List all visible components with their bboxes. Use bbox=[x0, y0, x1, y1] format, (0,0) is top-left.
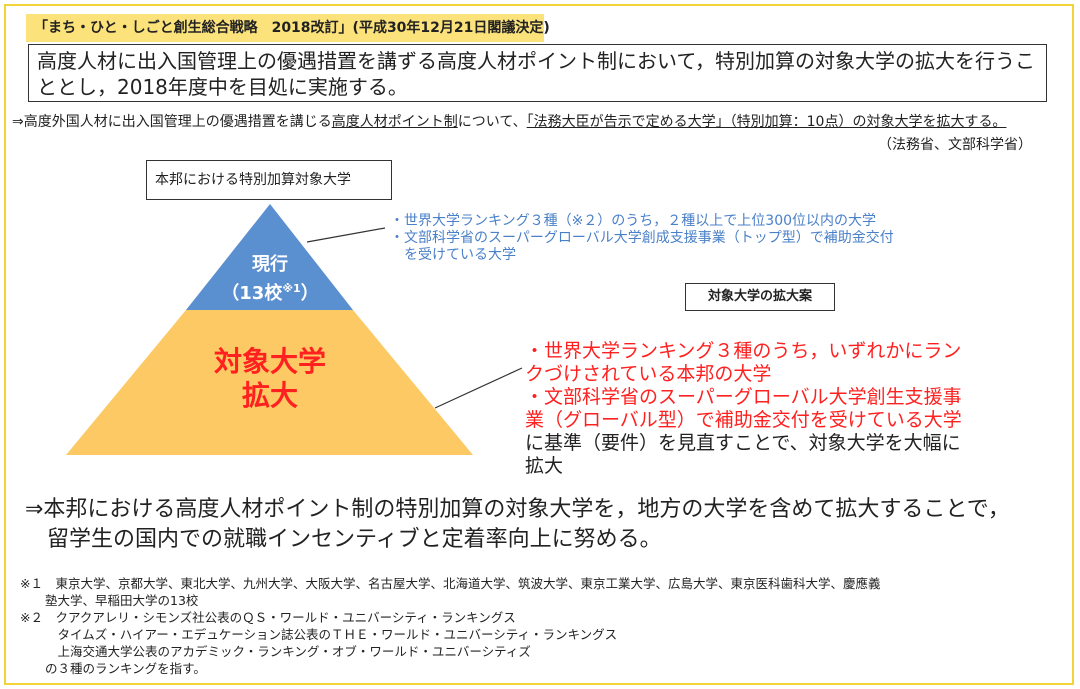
current-criteria: ・世界大学ランキング３種（※２）のうち，２種以上で上位300位以内の大学 ・文部… bbox=[390, 213, 970, 264]
ministry-label: （法務省、文部科学省） bbox=[878, 137, 1032, 153]
footnote-line: 塾大学、早稲田大学の13校 bbox=[20, 593, 199, 608]
pyramid-top-section bbox=[186, 204, 353, 310]
policy-statement-mid: について、 bbox=[457, 114, 527, 130]
current-criteria-item: ・世界大学ランキング３種（※２）のうち，２種以上で上位300位以内の大学 bbox=[390, 213, 877, 229]
connector-line-current bbox=[306, 227, 386, 243]
footnotes: ※１ 東京大学、京都大学、東北大学、九州大学、大阪大学、名古屋大学、北海道大学、… bbox=[20, 575, 1060, 677]
proposal-red-line: ・文部科学省のスーパーグローバル大学創生支援事 bbox=[525, 386, 962, 408]
conclusion-line: ⇒本邦における高度人材ポイント制の特別加算の対象大学を，地方の大学を含めて拡大す… bbox=[25, 497, 1010, 522]
footnote-line: ※１ 東京大学、京都大学、東北大学、九州大学、大阪大学、名古屋大学、北海道大学、… bbox=[20, 576, 881, 591]
pyramid-label: 本邦における特別加算対象大学 bbox=[146, 160, 392, 200]
pyramid-current-label: 現行 （13校※1） bbox=[200, 253, 340, 306]
proposal-criteria: ・世界大学ランキング３種のうち，いずれかにラン クづけされている本邦の大学 ・文… bbox=[525, 340, 1045, 478]
proposal-label: 対象大学の拡大案 bbox=[685, 283, 835, 311]
connector-line-expand bbox=[434, 367, 523, 409]
conclusion: ⇒本邦における高度人材ポイント制の特別加算の対象大学を，地方の大学を含めて拡大す… bbox=[25, 495, 1065, 555]
current-line2: （13校※1） bbox=[200, 277, 340, 306]
summary-box: 高度人材に出入国管理上の優遇措置を講ずる高度人材ポイント制において，特別加算の対… bbox=[28, 44, 1047, 102]
policy-statement-u2: 「法務大臣が告示で定める大学」（特別加算：10点）の対象大学を拡大する。 bbox=[526, 114, 1007, 130]
proposal-red-line: クづけされている本邦の大学 bbox=[525, 363, 772, 385]
proposal-red-line: ・世界大学ランキング３種のうち，いずれかにラン bbox=[525, 340, 962, 362]
policy-statement-u1: 高度人材ポイント制 bbox=[331, 114, 458, 130]
current-criteria-item: ・文部科学省のスーパーグローバル大学創成支援事業（トップ型）で補助金交付 bbox=[390, 230, 894, 246]
page-frame bbox=[4, 4, 1074, 685]
header-tag: 「まち・ひと・しごと創生総合戦略 2018改訂」(平成30年12月21日閣議決定… bbox=[26, 14, 550, 42]
footnote-line: ※２ クアクアレリ・シモンズ社公表のＱＳ・ワールド・ユニバーシティ・ランキングス bbox=[20, 610, 516, 625]
footnote-line: 上海交通大学公表のアカデミック・ランキング・オブ・ワールド・ユニバーシティズ bbox=[20, 644, 531, 659]
current-footnote-ref: ※1 bbox=[282, 282, 301, 295]
pyramid-bottom-section bbox=[66, 310, 473, 455]
proposal-red-line: 業（グローバル型）で補助金交付を受けている大学 bbox=[525, 409, 962, 431]
policy-statement-pre: ⇒高度外国人材に出入国管理上の優遇措置を講じる bbox=[12, 114, 332, 130]
footnote-line: タイムズ・ハイアー・エデュケーション誌公表のＴＨＥ・ワールド・ユニバーシティ・ラ… bbox=[20, 627, 618, 642]
expand-line2: 拡大 bbox=[241, 379, 298, 412]
expand-line1: 対象大学 bbox=[213, 345, 326, 378]
current-close: ） bbox=[300, 283, 319, 304]
proposal-black-line: に基準（要件）を見直すことで、対象大学を大幅に bbox=[525, 432, 961, 454]
footnote-line: の３種のランキングを指す。 bbox=[20, 661, 206, 676]
pyramid-expand-label: 対象大学 拡大 bbox=[180, 345, 360, 413]
conclusion-line: 留学生の国内での就職インセンティブと定着率向上に努める。 bbox=[25, 527, 662, 552]
proposal-black-line: 拡大 bbox=[525, 455, 564, 477]
current-line1: 現行 bbox=[252, 254, 288, 275]
current-criteria-item: を受けている大学 bbox=[390, 247, 516, 263]
current-count: （13校 bbox=[221, 283, 283, 304]
policy-statement: ⇒高度外国人材に出入国管理上の優遇措置を講じる高度人材ポイント制について、「法務… bbox=[12, 110, 1052, 135]
